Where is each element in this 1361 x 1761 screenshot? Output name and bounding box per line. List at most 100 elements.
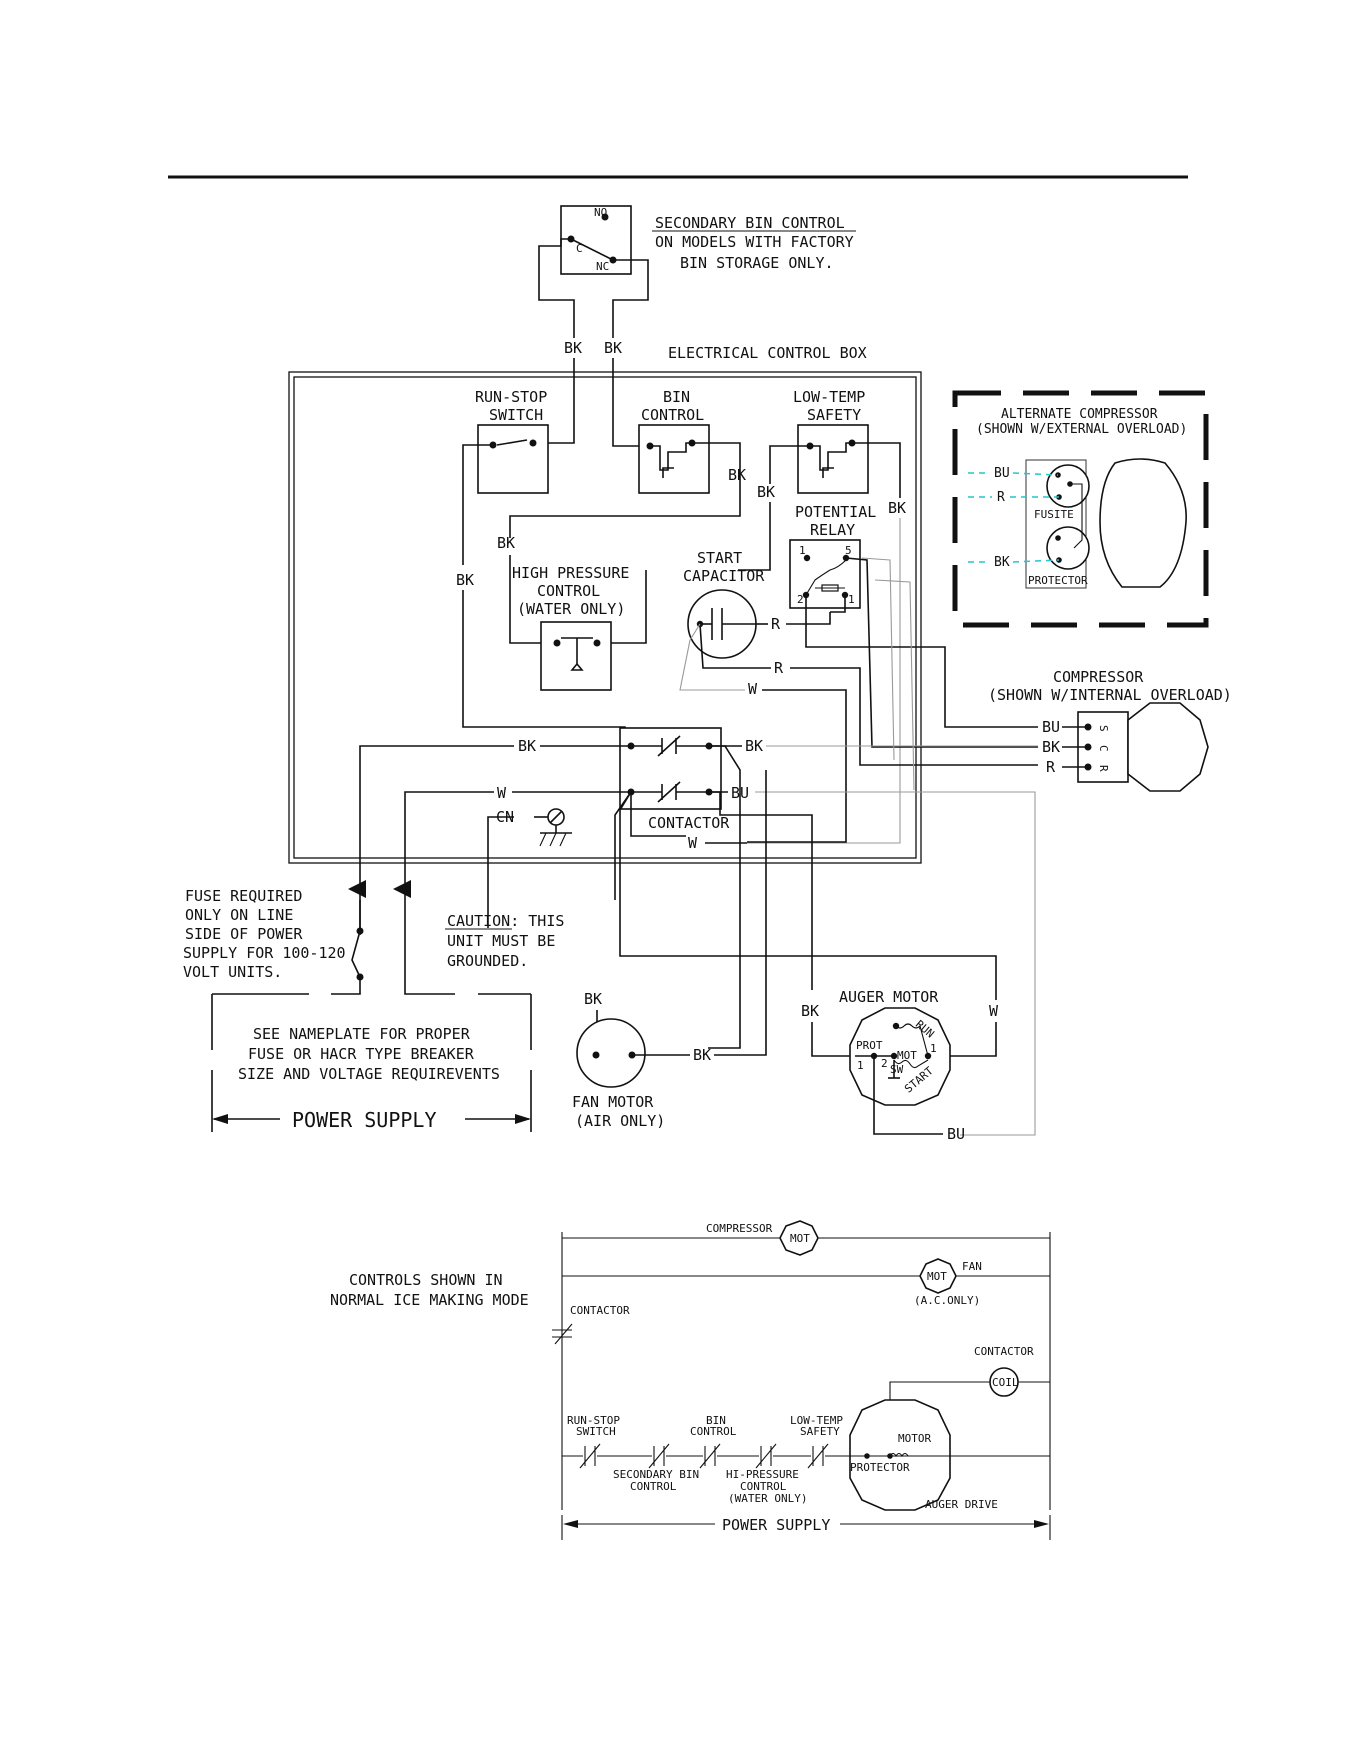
contactor-label: CONTACTOR — [648, 814, 730, 832]
low-temp-safety-switch — [797, 424, 869, 494]
auger-mot-label: MOT — [897, 1049, 917, 1062]
ladder-compressor-label: COMPRESSOR — [706, 1222, 773, 1235]
ladder-fan-label: FAN — [962, 1260, 982, 1273]
high-pressure-label-1: HIGH PRESSURE — [512, 564, 629, 582]
ladder-coil-label: COIL — [992, 1376, 1019, 1389]
ladder-contact-hi-pressure — [755, 1443, 777, 1469]
ladder-bin-2: CONTROL — [690, 1425, 737, 1438]
ladder-contactor-label: CONTACTOR — [570, 1304, 630, 1317]
ladder-ac-only: (A.C.ONLY) — [914, 1294, 980, 1307]
wire-r-label: R — [1046, 758, 1056, 776]
wire-bk-label: BK — [745, 737, 763, 755]
auger-motor-label: AUGER MOTOR — [839, 988, 939, 1006]
compressor: S C R — [1077, 702, 1209, 792]
secondary-bin-label-3: BIN STORAGE ONLY. — [680, 254, 834, 272]
wire-bk-label: BK — [1042, 738, 1060, 756]
potential-relay: 1 5 2 1 — [789, 539, 861, 613]
wire-bk-label: BK — [497, 534, 515, 552]
alt-wire-r-label: R — [997, 490, 1005, 505]
alt-comp-label-2: (SHOWN W/EXTERNAL OVERLOAD) — [976, 422, 1187, 437]
relay-pin-2-label: 2 — [797, 593, 804, 606]
fuse-arrows — [348, 880, 411, 898]
nameplate-note-3: SIZE AND VOLTAGE REQUIREVENTS — [238, 1065, 500, 1083]
ladder-contactor-coil-label: CONTACTOR — [974, 1345, 1034, 1358]
ladder-fan-mot: MOT — [927, 1270, 947, 1283]
fan-motor-label-1: FAN MOTOR — [572, 1093, 654, 1111]
wire-r-label: R — [771, 615, 781, 633]
ladder-diagram: COMPRESSOR MOT MOT FAN (A.C.ONLY) CONTRO… — [330, 1220, 1051, 1540]
ladder-auger-drive-label: AUGER DRIVE — [925, 1498, 998, 1511]
wire-bk-label: BK — [604, 339, 622, 357]
fan-motor — [576, 1018, 646, 1088]
ladder-protector-label: PROTECTOR — [850, 1461, 910, 1474]
ladder-run-stop-1: RUN-STOP — [567, 1414, 620, 1427]
secondary-bin-control: NO C NC — [560, 205, 632, 275]
sw-c-label: C — [576, 242, 583, 255]
control-box-inner — [293, 376, 917, 859]
run-stop-label-2: SWITCH — [489, 406, 543, 424]
alternate-compressor: ALTERNATE COMPRESSOR (SHOWN W/EXTERNAL O… — [952, 390, 1209, 628]
auger-pin-1-label: 1 — [857, 1059, 864, 1072]
controls-note-2: NORMAL ICE MAKING MODE — [330, 1291, 529, 1309]
ladder-hi-pressure-3: (WATER ONLY) — [728, 1492, 807, 1505]
ladder-contact-bin — [699, 1443, 721, 1469]
wire-bk-label: BK — [456, 571, 474, 589]
alt-comp-label-1: ALTERNATE COMPRESSOR — [1001, 407, 1158, 422]
ladder-contact-secondary-bin — [648, 1443, 670, 1469]
wire-bk-label: BK — [518, 737, 536, 755]
ladder-run-stop-2: SWITCH — [576, 1425, 616, 1438]
low-temp-label-2: SAFETY — [807, 406, 861, 424]
fuse-note-2: ONLY ON LINE — [185, 906, 293, 924]
potential-relay-label-2: RELAY — [810, 521, 855, 539]
auger-motor: PROT MOT 1 2 SW 1 RUN START — [849, 1007, 951, 1106]
auger-sw-label: SW — [890, 1063, 904, 1076]
start-capacitor — [687, 589, 757, 659]
compressor-label-1: COMPRESSOR — [1053, 668, 1144, 686]
fuse-note-5: VOLT UNITS. — [183, 963, 282, 981]
caution-3: GROUNDED. — [447, 952, 528, 970]
controls-note-1: CONTROLS SHOWN IN — [349, 1271, 503, 1289]
term-r-label: R — [1097, 765, 1110, 772]
high-pressure-switch — [540, 621, 612, 691]
bin-control-switch — [638, 424, 710, 494]
run-stop-label-1: RUN-STOP — [475, 388, 547, 406]
potential-relay-label-1: POTENTIAL — [795, 503, 876, 521]
ladder-motor-label: MOTOR — [898, 1432, 931, 1445]
fuse-note-4: SUPPLY FOR 100-120 — [183, 944, 346, 962]
ladder-hi-pressure-1: HI-PRESSURE — [726, 1468, 799, 1481]
wire-r-label: R — [774, 659, 784, 677]
auger-pin-2-label: 2 — [881, 1057, 888, 1070]
term-c-label: C — [1097, 745, 1110, 752]
sw-nc-label: NC — [596, 260, 609, 273]
auger-pin-1b-label: 1 — [930, 1042, 937, 1055]
secondary-bin-label-2: ON MODELS WITH FACTORY — [655, 233, 854, 251]
run-stop-switch — [477, 424, 549, 494]
control-box-label: ELECTRICAL CONTROL BOX — [668, 344, 867, 362]
ladder-power-supply-label: POWER SUPPLY — [722, 1516, 830, 1534]
wire-bk-label: BK — [584, 990, 602, 1008]
wire-bk-label: BK — [564, 339, 582, 357]
alt-wire-bu-label: BU — [994, 466, 1010, 481]
caution-2: UNIT MUST BE — [447, 932, 555, 950]
ladder-contact-low-temp — [807, 1443, 829, 1469]
low-temp-label-1: LOW-TEMP — [793, 388, 865, 406]
bin-control-label-2: CONTROL — [641, 406, 704, 424]
wire-bk-label: BK — [757, 483, 775, 501]
compressor-label-2: (SHOWN W/INTERNAL OVERLOAD) — [988, 686, 1232, 704]
ladder-bin-1: BIN — [706, 1414, 726, 1427]
wire-w-label: W — [688, 834, 698, 852]
secondary-bin-label-1: SECONDARY BIN CONTROL — [655, 214, 845, 232]
fuse-note-1: FUSE REQUIRED — [185, 887, 302, 905]
fan-motor-label-2: (AIR ONLY) — [575, 1112, 665, 1130]
fusite-label: FUSITE — [1034, 508, 1074, 521]
power-supply-arrow: POWER SUPPLY — [212, 1108, 531, 1132]
term-s-label: S — [1097, 725, 1110, 732]
wire-w-label: W — [989, 1002, 999, 1020]
start-cap-label-2: CAPACITOR — [683, 567, 765, 585]
ladder-low-temp-2: SAFETY — [800, 1425, 840, 1438]
bin-control-label-1: BIN — [663, 388, 690, 406]
contactor — [619, 727, 722, 810]
high-pressure-label-3: (WATER ONLY) — [517, 600, 625, 618]
relay-pin-5-label: 5 — [845, 544, 852, 557]
